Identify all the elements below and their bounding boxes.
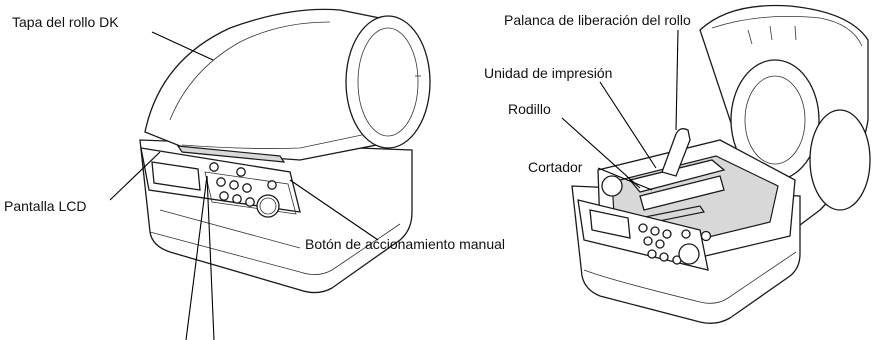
label-roll-release-lever: Palanca de liberación del rollo [504, 12, 691, 28]
label-lcd-display: Pantalla LCD [4, 198, 87, 214]
left-control-buttons [204, 162, 297, 218]
label-manual-feed-button: Botón de accionamiento manual [305, 236, 506, 252]
label-print-unit: Unidad de impresión [484, 65, 613, 81]
label-roller: Rodillo [508, 101, 551, 117]
open-printer [571, 4, 871, 324]
closed-printer [139, 8, 431, 294]
label-dk-roll-cover: Tapa del rollo DK [12, 14, 119, 30]
label-cutter: Cortador [528, 159, 583, 175]
right-control-buttons [638, 223, 712, 265]
leader-lines [109, 29, 679, 340]
